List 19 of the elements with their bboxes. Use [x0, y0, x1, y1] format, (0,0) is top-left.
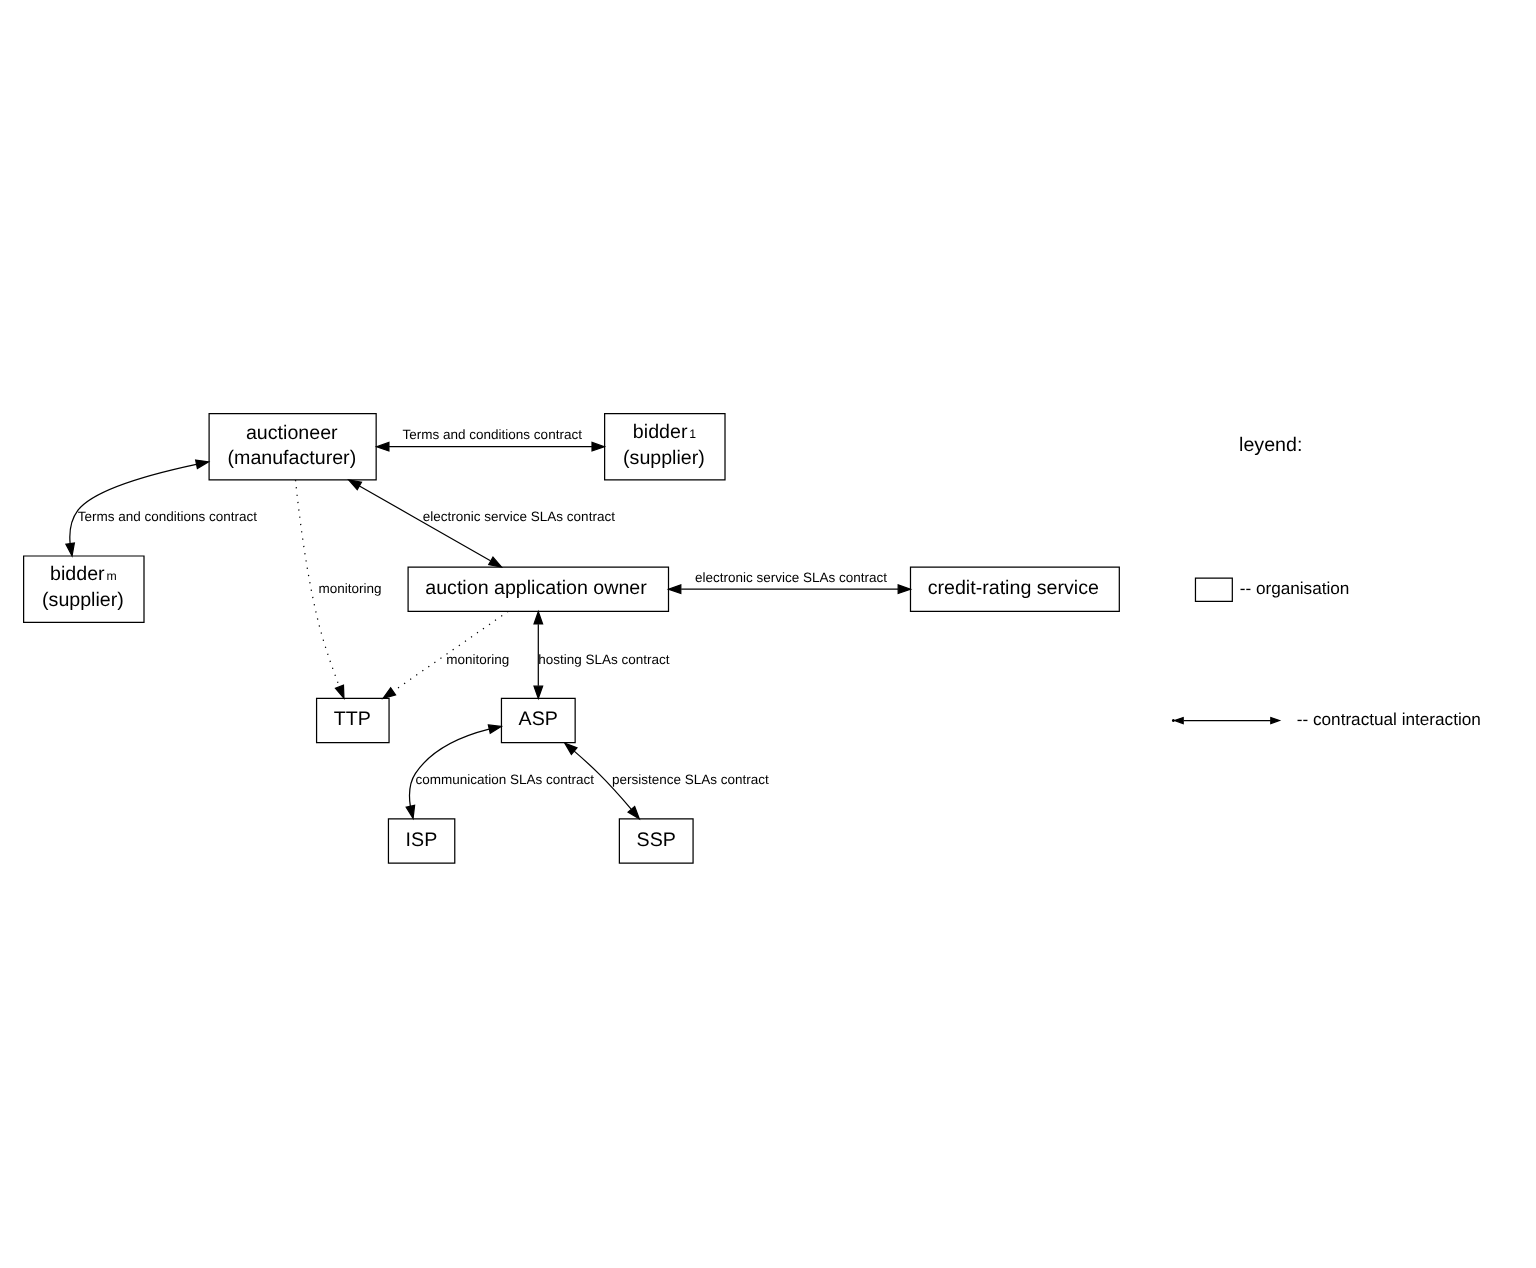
legend-label: -- contractual interaction — [1296, 709, 1481, 730]
node-box: auction application owner — [407, 566, 670, 612]
arrow — [374, 441, 607, 452]
node-box: TTP — [315, 697, 390, 744]
arrow — [666, 584, 913, 595]
arrow — [347, 478, 504, 568]
arrow — [64, 459, 211, 558]
arrow — [405, 724, 504, 821]
node-box: ISP — [387, 818, 456, 864]
arrow — [381, 610, 509, 700]
node-box: ASP — [500, 697, 576, 744]
node-box: auctioneer (manufacturer) — [208, 412, 377, 481]
legend-label: -- organisation — [1239, 578, 1350, 599]
arrow — [294, 479, 345, 700]
node-box: credit-rating service — [909, 566, 1120, 612]
node-box: SSP — [618, 818, 694, 864]
arrow — [533, 609, 544, 701]
label: leyend: — [1239, 435, 1303, 458]
arrow — [563, 741, 641, 821]
